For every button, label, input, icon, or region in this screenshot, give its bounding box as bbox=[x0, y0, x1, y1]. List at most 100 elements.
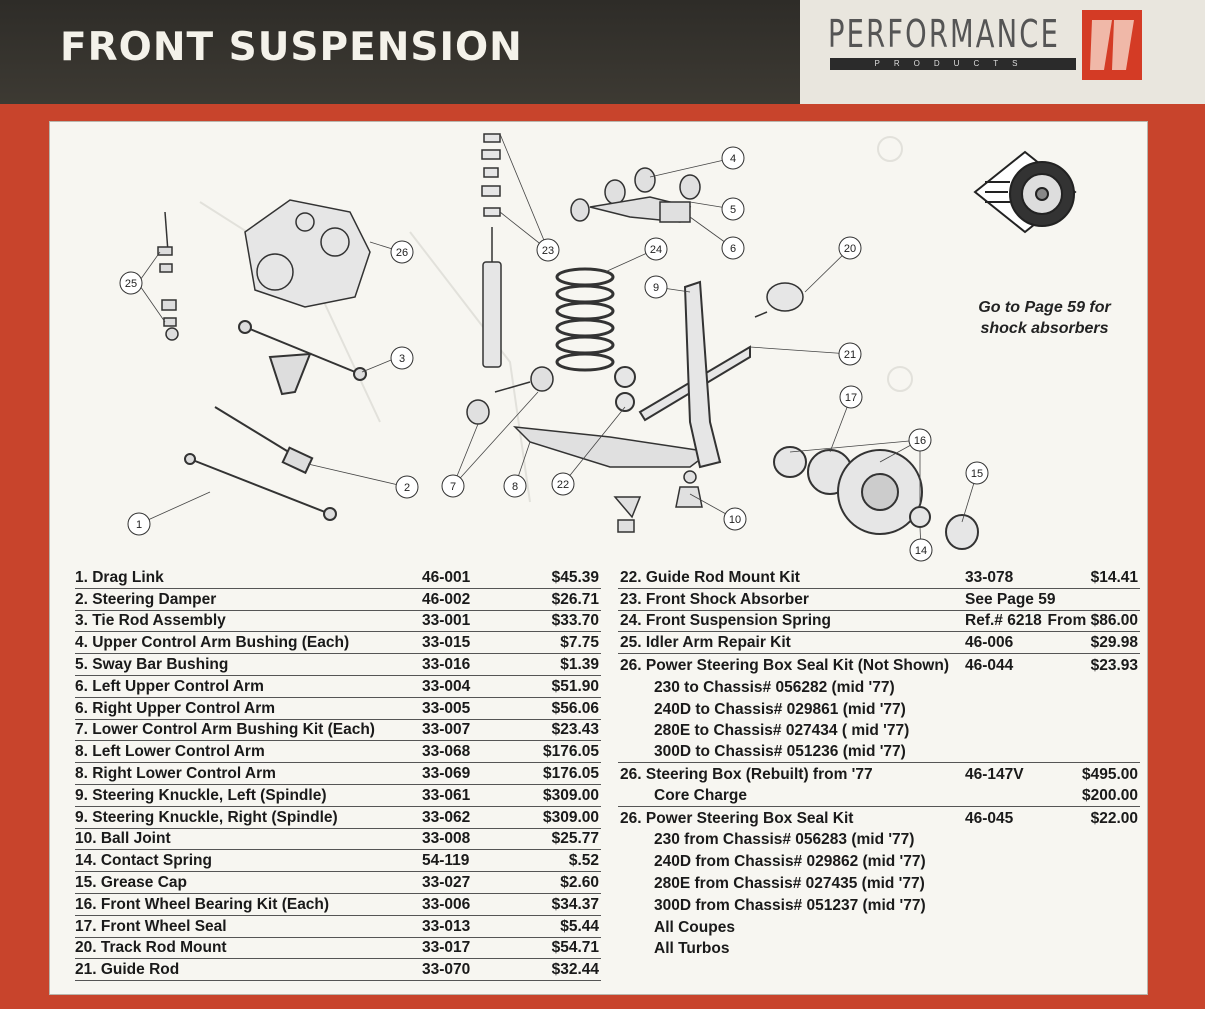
part-label: 15. Grease Cap bbox=[75, 873, 188, 891]
svg-text:20: 20 bbox=[844, 243, 856, 255]
svg-text:16: 16 bbox=[914, 435, 926, 447]
svg-text:10: 10 bbox=[729, 514, 741, 526]
part-price: $23.93 bbox=[1090, 656, 1138, 674]
part-label: 26. Power Steering Box Seal Kit (Not Sho… bbox=[620, 656, 949, 674]
part-price: $176.05 bbox=[542, 764, 599, 782]
part-row: 4. Upper Control Arm Bushing (Each) 33-01… bbox=[75, 632, 601, 655]
part-number: 33-005 bbox=[422, 699, 471, 717]
svg-text:22: 22 bbox=[557, 479, 569, 491]
part-label: 24. Front Suspension Spring bbox=[620, 612, 831, 630]
part-row: 15. Grease Cap 33-027 $2.60 bbox=[75, 872, 601, 894]
promo-line-1: Go to Page 59 for bbox=[978, 299, 1111, 316]
svg-text:7: 7 bbox=[450, 481, 456, 493]
part-label: 280E from Chassis# 027435 (mid '77) bbox=[654, 874, 925, 892]
part-label: 8. Left Lower Control Arm bbox=[75, 743, 265, 761]
part-number: 33-001 bbox=[422, 612, 471, 630]
part-price: $5.44 bbox=[560, 917, 599, 935]
part-price: $23.43 bbox=[551, 721, 599, 739]
part-label: 300D to Chassis# 051236 (mid '77) bbox=[654, 743, 906, 761]
page-title: FRONT SUSPENSION bbox=[60, 25, 523, 70]
part-price: $200.00 bbox=[1081, 786, 1138, 804]
part-number: 46-001 bbox=[422, 568, 471, 586]
part-row: 240D to Chassis# 029861 (mid '77) bbox=[618, 698, 1140, 720]
callout-4: 4 bbox=[721, 146, 745, 170]
part-price: $1.39 bbox=[560, 655, 599, 673]
callout-24: 24 bbox=[644, 237, 668, 261]
part-number: 33-004 bbox=[422, 677, 471, 695]
part-label: 16. Front Wheel Bearing Kit (Each) bbox=[75, 895, 330, 913]
part-row: 26. Power Steering Box Seal Kit (Not Sho… bbox=[618, 654, 1140, 676]
part-row: 230 from Chassis# 056283 (mid '77) bbox=[618, 829, 1140, 851]
part-label: 300D from Chassis# 051237 (mid '77) bbox=[654, 896, 926, 914]
callout-6: 6 bbox=[721, 236, 745, 260]
brand-logo-text: PERFORMANCE bbox=[828, 12, 1061, 56]
callout-8: 8 bbox=[503, 474, 527, 498]
part-label: 26. Steering Box (Rebuilt) from '77 bbox=[620, 765, 873, 783]
callout-14: 14 bbox=[909, 538, 933, 562]
part-label: 23. Front Shock Absorber bbox=[620, 590, 809, 608]
part-price: $495.00 bbox=[1081, 765, 1138, 783]
part-price: $2.60 bbox=[560, 873, 599, 891]
svg-text:2: 2 bbox=[404, 482, 410, 494]
part-number: 54-119 bbox=[422, 852, 470, 870]
part-label: 25. Idler Arm Repair Kit bbox=[620, 634, 791, 652]
svg-text:8: 8 bbox=[512, 481, 518, 493]
part-label: 4. Upper Control Arm Bushing (Each) bbox=[75, 634, 350, 652]
shock-absorber-promo: Go to Page 59 for shock absorbers bbox=[962, 297, 1127, 339]
part-number: 46-002 bbox=[422, 590, 471, 608]
svg-text:1: 1 bbox=[136, 519, 142, 531]
callout-15: 15 bbox=[965, 461, 989, 485]
brand-subtitle: PRODUCTS bbox=[830, 58, 1076, 70]
part-row: All Turbos bbox=[618, 938, 1140, 960]
part-price: $56.06 bbox=[551, 699, 599, 717]
part-price: $309.00 bbox=[542, 808, 599, 826]
part-label: 9. Steering Knuckle, Right (Spindle) bbox=[75, 808, 338, 826]
promo-line-2: shock absorbers bbox=[980, 320, 1109, 337]
part-number: 33-027 bbox=[422, 873, 471, 891]
callout-1: 1 bbox=[127, 512, 151, 536]
part-price: $14.41 bbox=[1090, 568, 1138, 586]
part-number: 33-062 bbox=[422, 808, 471, 826]
part-row: 6. Right Upper Control Arm 33-005 $56.06 bbox=[75, 698, 601, 720]
part-price: $29.98 bbox=[1090, 634, 1138, 652]
part-label: 17. Front Wheel Seal bbox=[75, 917, 227, 935]
callout-21: 21 bbox=[838, 342, 862, 366]
part-row: 16. Front Wheel Bearing Kit (Each)33-006… bbox=[75, 894, 601, 916]
part-row: All Coupes bbox=[618, 916, 1140, 938]
callout-16: 16 bbox=[908, 428, 932, 452]
part-label: 6. Right Upper Control Arm bbox=[75, 699, 276, 717]
svg-text:15: 15 bbox=[971, 468, 983, 480]
part-row: 280E to Chassis# 027434 ( mid '77) bbox=[618, 720, 1140, 742]
part-label: 3. Tie Rod Assembly bbox=[75, 612, 226, 630]
part-price: $.52 bbox=[568, 852, 599, 870]
part-number: Ref.# 6218 bbox=[965, 612, 1042, 630]
part-price: $34.37 bbox=[551, 895, 599, 913]
part-number: 33-069 bbox=[422, 764, 471, 782]
part-price: $51.90 bbox=[551, 677, 599, 695]
part-label: Core Charge bbox=[654, 786, 748, 804]
part-label: 7. Lower Control Arm Bushing Kit (Each) bbox=[75, 721, 375, 739]
callout-23: 23 bbox=[536, 238, 560, 262]
part-number: 46-045 bbox=[965, 809, 1014, 827]
brand-chevron-icon bbox=[1082, 10, 1142, 80]
part-label: 2. Steering Damper bbox=[75, 590, 217, 608]
svg-text:9: 9 bbox=[653, 282, 659, 294]
part-label: 26. Power Steering Box Seal Kit bbox=[620, 809, 854, 827]
callout-20: 20 bbox=[838, 236, 862, 260]
part-number: 33-013 bbox=[422, 917, 471, 935]
part-label: 5. Sway Bar Bushing bbox=[75, 655, 229, 673]
part-label: 1. Drag Link bbox=[75, 568, 164, 586]
svg-text:25: 25 bbox=[125, 278, 137, 290]
part-label: 14. Contact Spring bbox=[75, 852, 212, 870]
part-number: 46-044 bbox=[965, 656, 1014, 674]
part-row: 280E from Chassis# 027435 (mid '77) bbox=[618, 872, 1140, 894]
part-number: 33-015 bbox=[422, 634, 471, 652]
part-label: 8. Right Lower Control Arm bbox=[75, 764, 276, 782]
part-row: 230 to Chassis# 056282 (mid '77) bbox=[618, 676, 1140, 698]
